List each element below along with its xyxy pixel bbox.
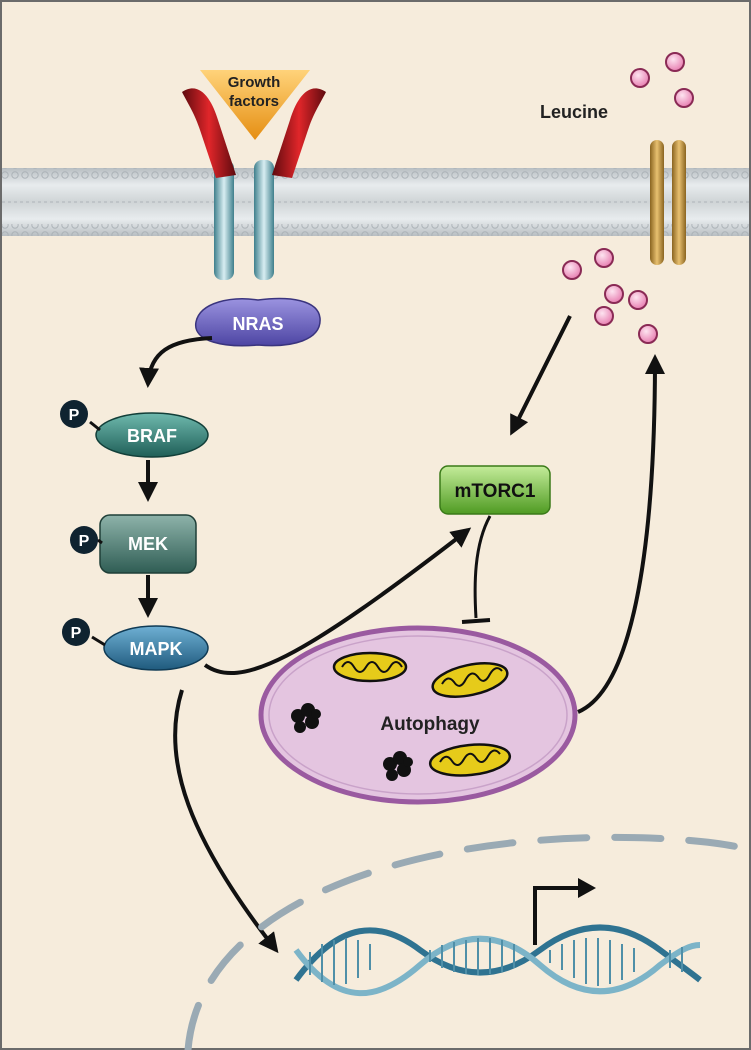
leucine-molecule xyxy=(628,290,648,310)
growth-factor-icon xyxy=(200,70,310,140)
braf-label: BRAF xyxy=(127,426,177,446)
mapk-to-mtorc1-arrow xyxy=(203,527,472,676)
mek-phospho-label: P xyxy=(79,533,90,550)
phosphate-icon: P xyxy=(60,400,101,432)
braf-node: BRAF xyxy=(95,412,209,458)
growth-receptor-icon xyxy=(182,70,326,280)
leucine-to-mtorc1-arrow xyxy=(510,315,572,436)
leucine-molecule xyxy=(638,324,658,344)
protein-aggregate-icon xyxy=(291,703,321,733)
leucine-molecule xyxy=(562,260,582,280)
mitochondrion-icon xyxy=(431,662,509,698)
leucine-transporter-icon xyxy=(650,140,686,265)
leucine-molecule xyxy=(594,248,614,268)
nras-label: NRAS xyxy=(232,314,283,334)
protein-aggregate-icon xyxy=(383,751,413,781)
leucine-label: Leucine xyxy=(540,102,608,122)
mtorc1-label: mTORC1 xyxy=(455,481,536,502)
autophagy-label: Autophagy xyxy=(380,714,480,735)
mapk-node: MAPK xyxy=(103,625,209,671)
leucine-molecule xyxy=(604,284,624,304)
mitochondrion-icon xyxy=(428,743,512,777)
mitochondrion-icon xyxy=(332,651,408,683)
mek-label: MEK xyxy=(128,534,168,554)
braf-phospho-label: P xyxy=(69,407,80,424)
phosphate-icon: P xyxy=(62,618,106,647)
leucine-molecule xyxy=(594,306,614,326)
mapk-phospho-label: P xyxy=(71,625,82,642)
nras-to-braf-arrow xyxy=(139,336,213,388)
growth-factors-label: Growth xyxy=(228,74,281,91)
mtorc1-node: mTORC1 xyxy=(439,465,551,515)
phosphate-icon: P xyxy=(70,526,103,554)
cell-membrane xyxy=(2,168,749,236)
leucine-molecule xyxy=(674,88,694,108)
nuclear-envelope xyxy=(184,833,751,1050)
mtorc1-inhibits-autophagy xyxy=(461,515,492,624)
mek-node: MEK xyxy=(99,514,197,574)
mapk-to-nucleus-arrow xyxy=(173,689,279,954)
leucine-molecules xyxy=(562,52,694,344)
nras-node: NRAS xyxy=(195,297,321,347)
transcription-arrow-icon xyxy=(533,878,596,945)
leucine-molecule xyxy=(630,68,650,88)
mapk-label: MAPK xyxy=(130,639,183,659)
dna-helix-icon xyxy=(293,924,702,997)
growth-factors-label-2: factors xyxy=(229,93,279,110)
autophagy-to-leucine-arrow xyxy=(577,354,665,714)
leucine-molecule xyxy=(665,52,685,72)
